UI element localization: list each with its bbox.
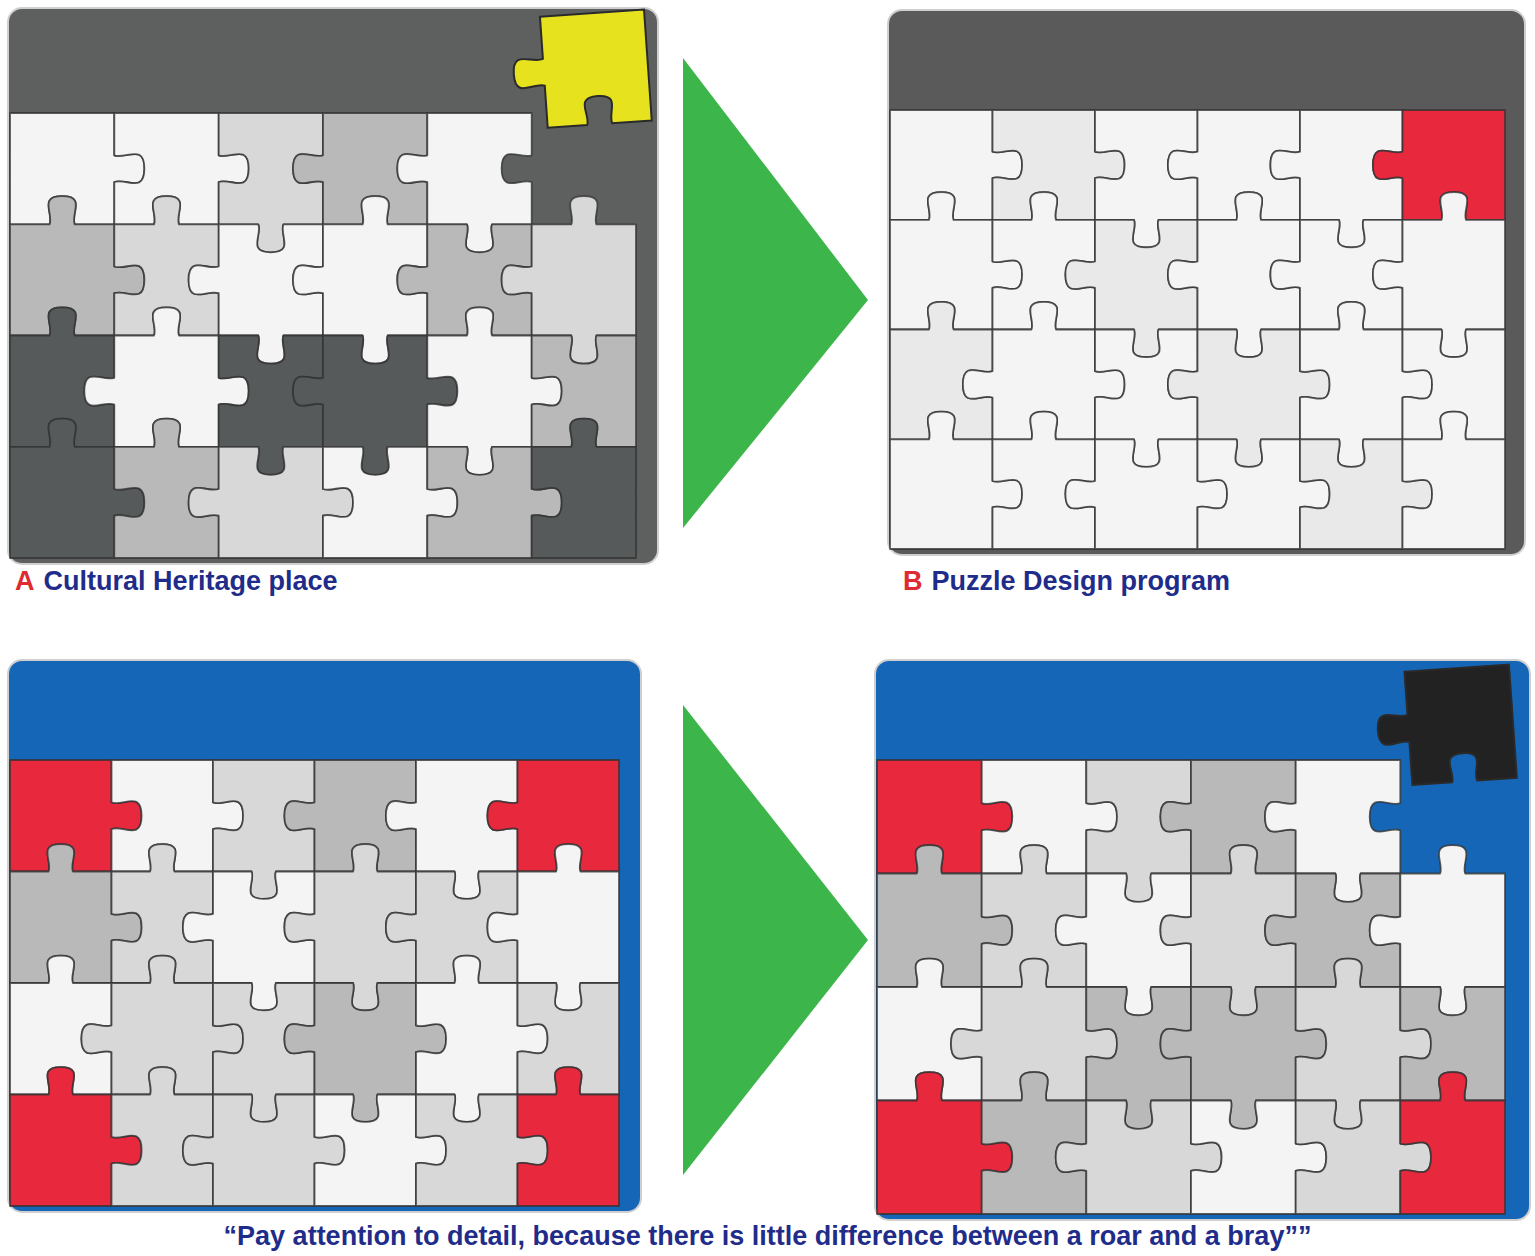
panel-title: Puzzle Design program [932, 566, 1231, 597]
loose-puzzle-piece [1374, 664, 1517, 787]
panel-letter: A [15, 566, 35, 597]
transition-arrow [683, 705, 868, 1175]
loose-puzzle-piece [510, 9, 652, 129]
panel-letter: B [903, 566, 923, 597]
puzzle-piece [532, 419, 636, 558]
puzzle-piece [1373, 110, 1505, 220]
puzzle-piece [1403, 412, 1506, 549]
puzzle-panel [8, 660, 641, 1212]
puzzle-panel [8, 8, 658, 564]
panel-frame [875, 660, 1530, 1220]
panel-label: A Cultural Heritage place [15, 566, 338, 597]
panel-frame [8, 660, 641, 1212]
transition-arrow [683, 58, 868, 528]
puzzle-piece [487, 760, 619, 872]
puzzle-panel [888, 10, 1525, 555]
panel-frame [8, 8, 658, 564]
panel-title: Cultural Heritage place [44, 566, 338, 597]
quote-caption: “Pay attention to detail, because there … [224, 1221, 1312, 1252]
puzzle-piece [518, 1067, 620, 1206]
panel-frame [888, 10, 1525, 555]
puzzle-panel [875, 660, 1530, 1220]
panel-label: B Puzzle Design program [903, 566, 1230, 597]
puzzle-piece [1400, 1072, 1505, 1214]
